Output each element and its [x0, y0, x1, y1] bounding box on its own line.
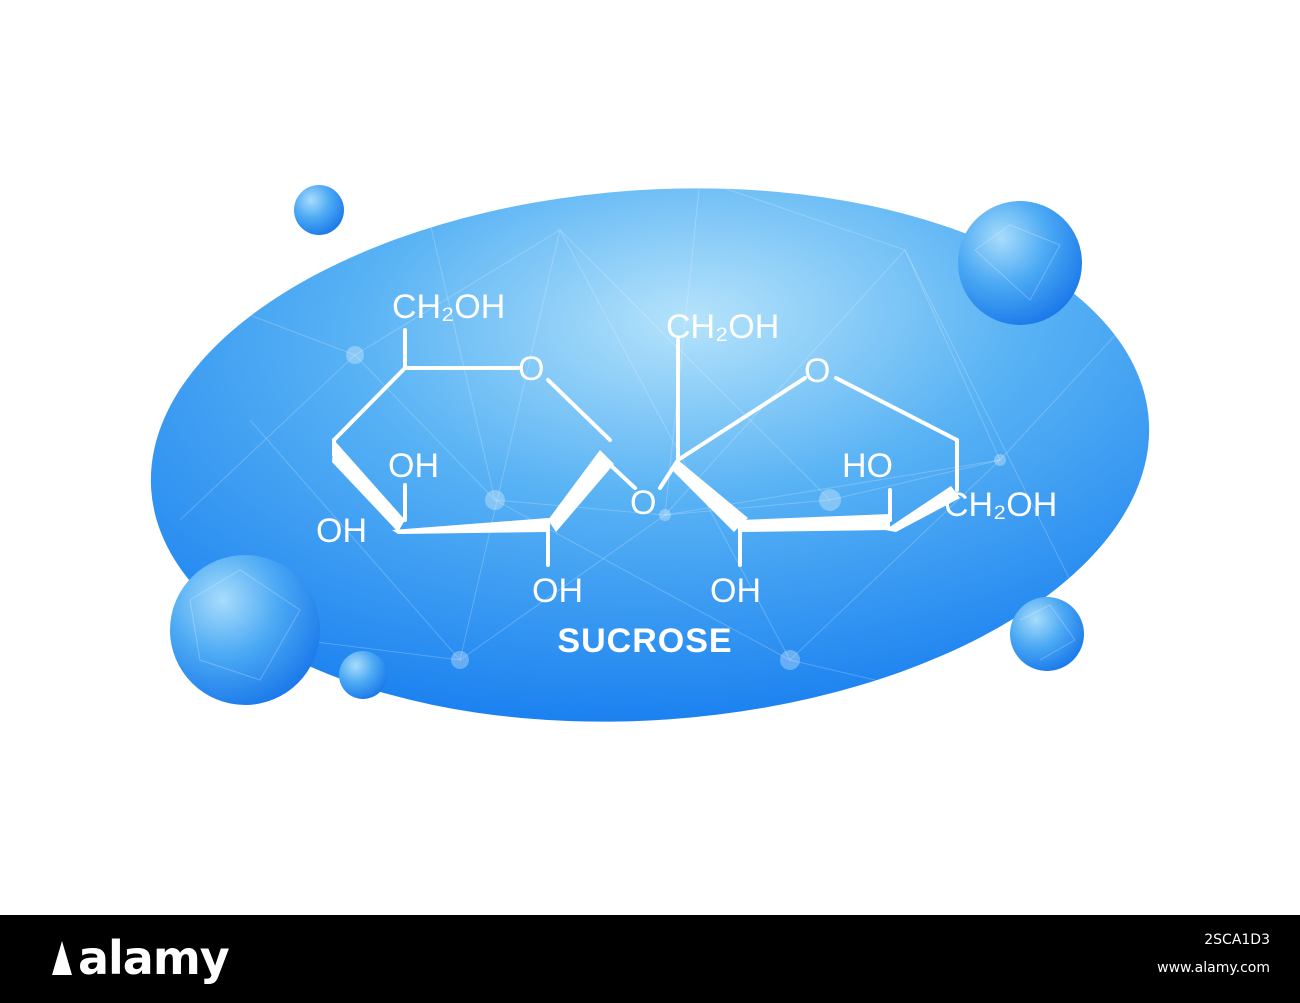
fructose-right-ch2oh-label: CH₂OH: [944, 486, 1057, 524]
fructose-ring-oxygen: O: [804, 352, 830, 390]
bubble-large-top-right: [958, 201, 1082, 325]
glucose-ch2oh-label: CH₂OH: [392, 288, 505, 326]
glucose-ring-oxygen: O: [518, 350, 544, 388]
glucose-oh-c4-label: OH: [316, 512, 367, 550]
bubble-mesh: [189, 224, 1076, 681]
watermark-footer: [0, 915, 1300, 1003]
watermark-url: www.alamy.com: [1157, 960, 1270, 976]
image-id: 2SCA1D3: [1204, 932, 1270, 948]
network-decoration: [179, 179, 1121, 701]
blue-oval-background: [150, 188, 1150, 722]
bubble-medium-right: [1010, 597, 1084, 671]
bridge-oxygen: O: [630, 484, 656, 522]
glucose-oh-c2-label: OH: [532, 572, 583, 610]
glucose-oh-c3-label: OH: [388, 447, 439, 485]
fructose-ho-c4-label: HO: [842, 447, 893, 485]
alamy-logo: alamy: [52, 926, 230, 990]
bubble-large-bottom-left: [170, 555, 320, 705]
wedge-bonds: [332, 440, 960, 534]
alamy-logo-mark-icon: [52, 941, 72, 975]
sucrose-structure: [332, 328, 959, 567]
fructose-top-ch2oh-label: CH₂OH: [666, 308, 779, 346]
fructose-oh-c3-label: OH: [710, 572, 761, 610]
network-nodes: [346, 346, 1006, 670]
alamy-logo-text: alamy: [78, 931, 230, 985]
bubble-small-top-left: [294, 185, 344, 235]
molecule-name: SUCROSE: [557, 622, 732, 660]
bubble-small-bottom-left: [339, 651, 387, 699]
sucrose-illustration: CH₂OH O OH OH OH O CH₂OH O HO CH₂OH OH S…: [150, 179, 1150, 722]
